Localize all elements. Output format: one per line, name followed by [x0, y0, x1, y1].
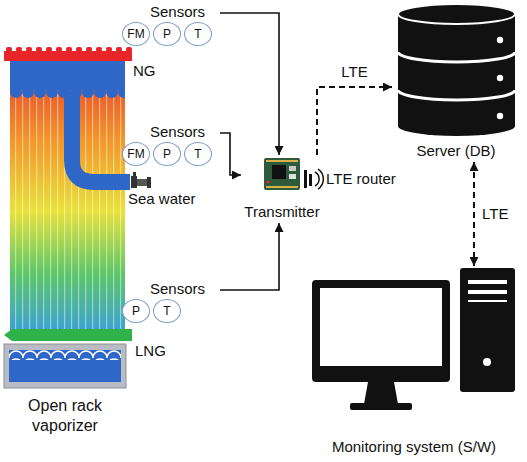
- sensor-group: SensorsP T: [120, 279, 218, 325]
- device-node: Monitoring system (S/W): [305, 266, 523, 458]
- sensor-code: T: [163, 304, 170, 318]
- sensor-code: P: [132, 304, 140, 318]
- sensor-code: P: [163, 147, 171, 161]
- equipment-label: Open rack vaporizer: [4, 396, 126, 436]
- open-rack-vaporizer: [4, 46, 151, 388]
- sensor-code: FM: [127, 147, 144, 161]
- sensor-circle: FM: [122, 142, 150, 166]
- lte-link: [473, 162, 475, 266]
- stream-label: LNG: [135, 342, 166, 360]
- label-holder: Monitoring system (S/W): [305, 438, 523, 456]
- node-label: Server (DB): [416, 142, 495, 160]
- sensor-code: FM: [127, 27, 144, 41]
- signal-wire: [220, 133, 241, 175]
- sensor-circle: T: [153, 299, 181, 323]
- group-heading: Sensors: [150, 122, 205, 142]
- sensor-circle: T: [184, 22, 212, 46]
- node-label: Transmitter: [244, 203, 319, 221]
- group-heading: Sensors: [150, 2, 205, 22]
- pump-icon: [131, 172, 151, 188]
- link-label: LTE: [339, 63, 369, 81]
- sensor-code: P: [163, 27, 171, 41]
- link-label: LTE: [480, 205, 510, 223]
- transmitter-board: [264, 158, 300, 190]
- router-icon: [304, 169, 323, 189]
- label-holder: Transmitter: [241, 203, 323, 221]
- sensor-circle: P: [153, 142, 181, 166]
- device-label: LTE router: [326, 170, 396, 188]
- device-node: Transmitter: [241, 155, 323, 223]
- sensor-group: SensorsFM P T: [120, 122, 218, 168]
- server-icon: [398, 4, 515, 136]
- sensor-circle: P: [153, 22, 181, 46]
- signal-wire: [220, 223, 279, 290]
- label-holder: Server (DB): [392, 142, 520, 160]
- sensor-code: T: [194, 27, 201, 41]
- sensor-circle: T: [184, 142, 212, 166]
- sensor-group: SensorsFM P T: [120, 2, 218, 48]
- sensor-circle: FM: [122, 22, 150, 46]
- stream-label: Sea water: [128, 190, 196, 208]
- device-node: Server (DB): [392, 2, 520, 162]
- sensor-circle: P: [122, 299, 150, 323]
- group-heading: Sensors: [150, 279, 205, 299]
- lte-link: [317, 87, 392, 155]
- stream-label: NG: [133, 62, 156, 80]
- sensor-code: T: [194, 147, 201, 161]
- node-label: Monitoring system (S/W): [332, 438, 496, 456]
- computer-icon: [312, 268, 515, 410]
